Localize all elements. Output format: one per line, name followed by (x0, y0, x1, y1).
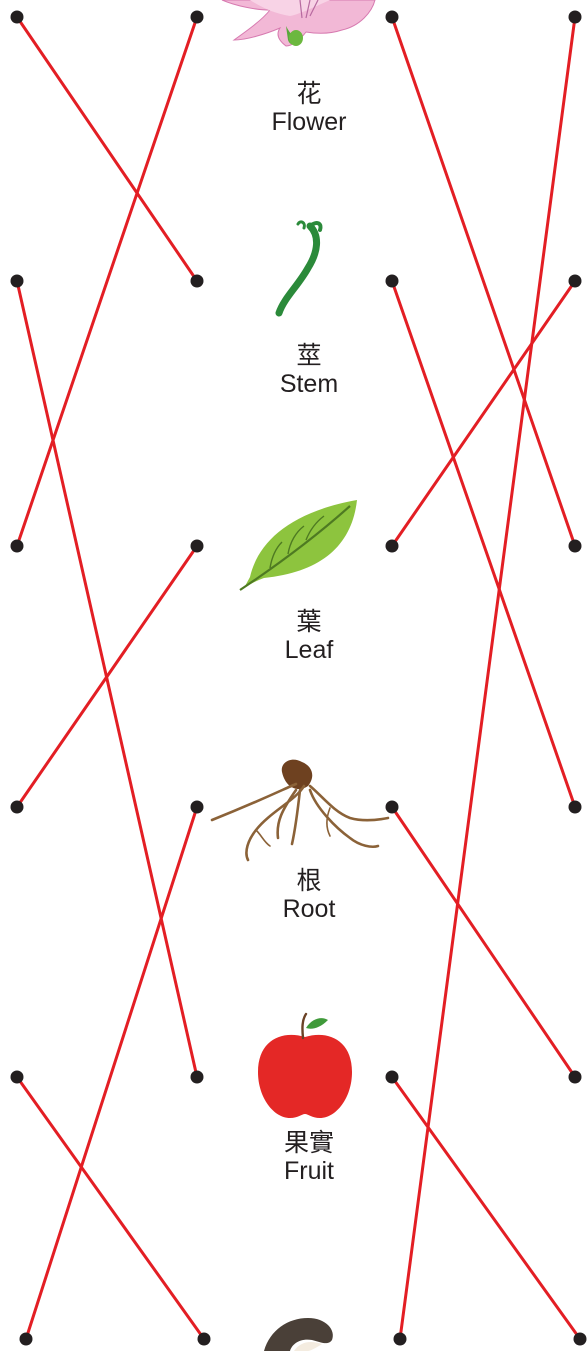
label-flower: 花 Flower (214, 80, 404, 136)
connector-dot[interactable] (20, 1333, 33, 1346)
label-flower-zh: 花 (214, 80, 404, 108)
fruit-icon (258, 1014, 352, 1118)
label-fruit-zh: 果實 (214, 1129, 404, 1157)
connector-dot[interactable] (191, 1071, 204, 1084)
connector-dot[interactable] (386, 540, 399, 553)
connector-dot[interactable] (569, 801, 582, 814)
label-leaf-zh: 葉 (214, 608, 404, 636)
label-root: 根 Root (214, 867, 404, 923)
label-flower-en: Flower (214, 108, 404, 136)
connector-dot[interactable] (574, 1333, 587, 1346)
connector-line (392, 281, 575, 807)
connector-dot[interactable] (11, 540, 24, 553)
connector-dot[interactable] (191, 11, 204, 24)
label-leaf-en: Leaf (214, 636, 404, 664)
connector-dot[interactable] (11, 1071, 24, 1084)
connector-dot[interactable] (191, 540, 204, 553)
connector-dot[interactable] (11, 11, 24, 24)
connector-line (17, 1077, 204, 1339)
connector-dot[interactable] (386, 1071, 399, 1084)
label-stem: 莖 Stem (214, 342, 404, 398)
label-fruit-en: Fruit (214, 1157, 404, 1185)
connector-line (392, 17, 575, 546)
connector-line (26, 807, 197, 1339)
connector-dot[interactable] (569, 275, 582, 288)
label-stem-en: Stem (214, 370, 404, 398)
connector-dot[interactable] (11, 275, 24, 288)
stem-icon (279, 222, 321, 313)
connector-line (17, 546, 197, 807)
root-icon (212, 760, 388, 860)
connector-dot[interactable] (386, 801, 399, 814)
connector-dot[interactable] (11, 801, 24, 814)
connector-line (17, 17, 197, 281)
connector-dot[interactable] (191, 801, 204, 814)
connector-dot[interactable] (569, 540, 582, 553)
connector-line (392, 807, 575, 1077)
connector-dot[interactable] (191, 275, 204, 288)
connector-line (400, 17, 575, 1339)
connector-line (17, 17, 197, 546)
leaf-icon (240, 500, 357, 590)
connector-dot[interactable] (386, 11, 399, 24)
seed-icon (264, 1318, 333, 1351)
connector-dot[interactable] (386, 275, 399, 288)
connector-line (392, 281, 575, 546)
label-stem-zh: 莖 (214, 342, 404, 370)
label-root-zh: 根 (214, 867, 404, 895)
connector-dot[interactable] (394, 1333, 407, 1346)
connector-dot[interactable] (569, 1071, 582, 1084)
label-fruit: 果實 Fruit (214, 1129, 404, 1185)
connector-dot[interactable] (198, 1333, 211, 1346)
connector-line (392, 1077, 580, 1339)
label-leaf: 葉 Leaf (214, 608, 404, 664)
flower-icon (222, 0, 375, 46)
connector-dot[interactable] (569, 11, 582, 24)
label-root-en: Root (214, 895, 404, 923)
